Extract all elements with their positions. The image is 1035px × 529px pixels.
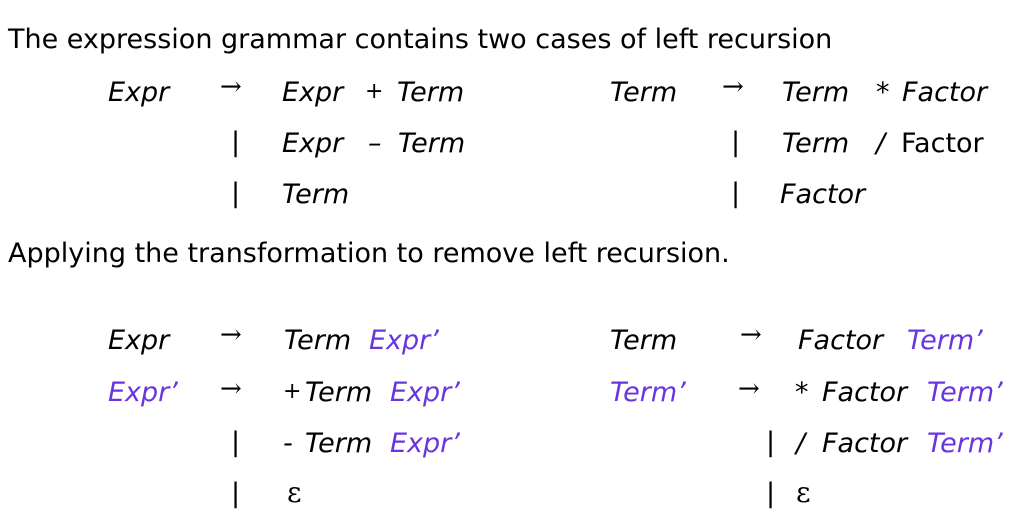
term-prime-lhs: Term’ <box>610 377 686 408</box>
intro-text: The expression grammar contains two case… <box>8 24 833 55</box>
new-expr-lhs: Expr <box>108 325 170 356</box>
new-expr-rhs-b: Expr’ <box>369 325 439 356</box>
expr-rule3-a: Term <box>282 179 350 210</box>
term-prime-rule1-b: Term’ <box>927 377 1003 408</box>
term-rule3-bar: | <box>731 178 741 209</box>
expr-arrow: → <box>220 72 242 102</box>
expr-rule3-bar: | <box>231 178 241 209</box>
term-prime-rule2-a: Factor <box>822 428 908 459</box>
new-term-rhs-b: Term’ <box>907 325 983 356</box>
new-expr-arrow: → <box>220 320 242 350</box>
expr-prime-rule1-op: + <box>283 379 302 404</box>
term-prime-rule1-a: Factor <box>822 377 908 408</box>
term-arrow: → <box>722 72 744 102</box>
expr-lhs: Expr <box>108 77 170 108</box>
term-rule3-a: Factor <box>780 179 866 210</box>
expr-prime-rule2-a: Term <box>305 428 373 459</box>
expr-rule2-op: – <box>368 128 382 159</box>
transform-text: Applying the transformation to remove le… <box>8 238 730 269</box>
term-lhs: Term <box>610 77 678 108</box>
expr-rule1-op: + <box>365 79 384 104</box>
term-prime-epsilon: ε <box>796 476 811 509</box>
expr-prime-rule1-a: Term <box>305 377 373 408</box>
term-prime-rule1-op: * <box>795 377 809 408</box>
term-prime-rule2-b: Term’ <box>927 428 1003 459</box>
new-term-lhs: Term <box>610 325 678 356</box>
term-rule2-bar: | <box>731 127 741 158</box>
expr-prime-arrow: → <box>220 374 242 404</box>
expr-prime-rule2-bar: | <box>231 427 241 458</box>
expr-prime-lhs: Expr’ <box>108 377 178 408</box>
expr-rule2-b: Term <box>398 128 466 159</box>
term-rule1-b: Factor <box>902 77 988 108</box>
term-rule2-op: / <box>876 128 886 159</box>
new-expr-rhs-a: Term <box>284 325 352 356</box>
expr-rule1-b: Term <box>397 77 465 108</box>
term-prime-rule3-bar: | <box>766 478 776 509</box>
term-rule1-a: Term <box>782 77 850 108</box>
new-term-rhs-a: Factor <box>798 325 884 356</box>
expr-prime-rule3-bar: | <box>231 478 241 509</box>
expr-prime-rule1-b: Expr’ <box>390 377 460 408</box>
term-prime-rule2-op: / <box>796 428 806 459</box>
term-rule1-op: * <box>876 77 890 108</box>
new-term-arrow: → <box>740 320 762 350</box>
term-prime-arrow: → <box>738 374 760 404</box>
term-rule2-b: Factor <box>901 128 984 159</box>
term-rule2-a: Term <box>782 128 850 159</box>
expr-rule2-a: Expr <box>282 128 344 159</box>
expr-prime-epsilon: ε <box>287 476 302 509</box>
term-prime-rule2-bar: | <box>766 427 776 458</box>
expr-rule1-a: Expr <box>282 77 344 108</box>
expr-rule2-bar: | <box>231 127 241 158</box>
expr-prime-rule2-b: Expr’ <box>390 428 460 459</box>
expr-prime-rule2-op: - <box>283 428 293 459</box>
